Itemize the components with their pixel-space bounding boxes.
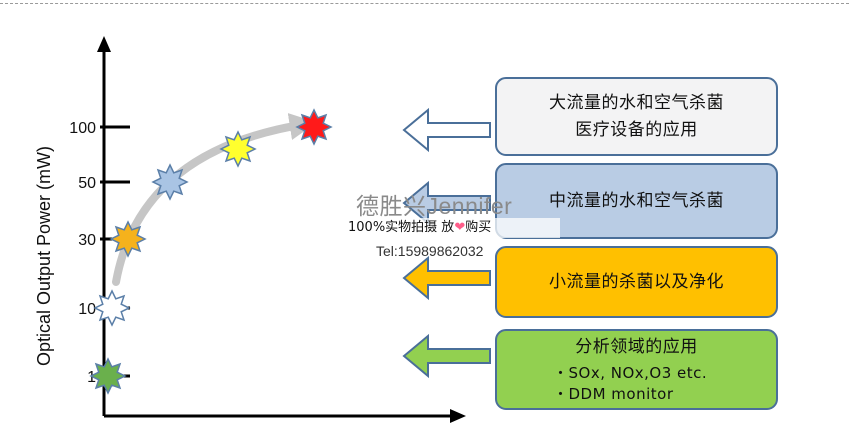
box-line: 医疗设备的应用: [575, 119, 698, 140]
y-tick-label: 50: [78, 175, 96, 192]
x-axis-arrowhead: [450, 409, 466, 423]
data-marker-star: [93, 289, 131, 327]
pointer-arrow: [402, 255, 491, 301]
application-box-analysis: 分析领域的应用 ・SOx, NOx,O3 etc. ・DDM monitor: [495, 329, 778, 410]
y-tick-label: 10: [78, 301, 96, 318]
data-marker-star: [89, 357, 127, 395]
y-axis-label: Optical Output Power (mW): [34, 146, 54, 366]
watermark: 德胜兴Jennifer 100%实物拍摄 放❤购买 Tel:1598986203…: [348, 183, 563, 263]
data-marker-star: [109, 220, 147, 258]
watermark-subtitle-text: 购买: [465, 220, 492, 235]
top-divider: [0, 3, 849, 4]
y-tick-label: 1: [87, 369, 96, 386]
heart-icon: ❤: [454, 220, 466, 235]
application-box-large-flow: 大流量的水和空气杀菌 医疗设备的应用: [495, 77, 778, 156]
box-line: ・SOx, NOx,O3 etc.: [553, 364, 708, 382]
data-marker-star: [151, 163, 189, 201]
y-tick-label: 30: [78, 232, 96, 249]
y-axis-arrowhead: [97, 36, 111, 52]
y-tick-label: 100: [69, 120, 96, 137]
box-line: 大流量的水和空气杀菌: [549, 92, 724, 113]
application-box-small-flow: 小流量的杀菌以及净化: [495, 246, 778, 318]
box-line: 小流量的杀菌以及净化: [549, 271, 724, 292]
box-line: 分析领域的应用: [575, 337, 698, 357]
watermark-phone: Tel:15989862032: [376, 243, 484, 259]
box-line: 中流量的水和空气杀菌: [549, 190, 724, 211]
pointer-arrow: [402, 333, 491, 379]
watermark-title: 德胜兴Jennifer: [356, 193, 513, 219]
trend-arrow: [112, 113, 317, 286]
y-ticks: 1 10 30 50 100: [69, 120, 130, 386]
pointer-arrow: [402, 107, 491, 153]
watermark-subtitle-text: 100%实物拍摄 放: [348, 220, 455, 235]
data-marker-star: [295, 108, 333, 146]
data-markers: [89, 108, 333, 395]
box-line: ・DDM monitor: [553, 385, 674, 403]
watermark-subtitle: 100%实物拍摄 放❤购买: [348, 218, 560, 238]
data-marker-star: [219, 130, 257, 168]
